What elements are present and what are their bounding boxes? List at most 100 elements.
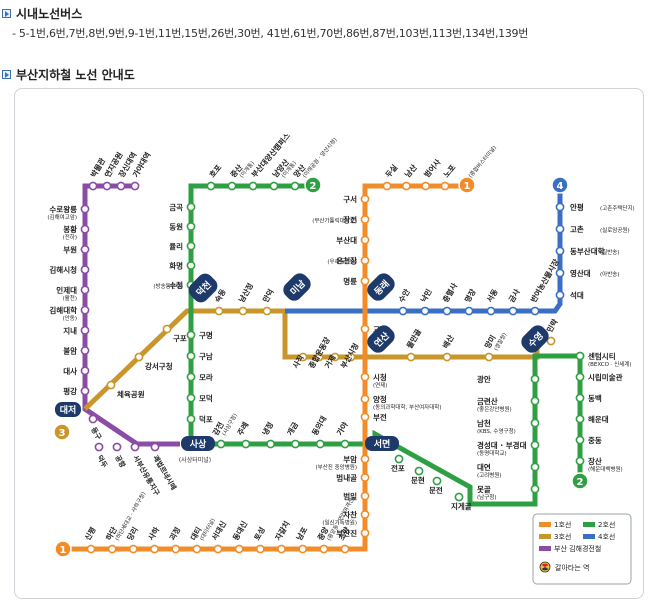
- light-left-sub-4: (활천): [63, 294, 77, 302]
- svg-text:3: 3: [59, 428, 66, 439]
- line2-far-east-2-dot: [575, 393, 585, 403]
- line2-top-2-dot: [248, 181, 258, 191]
- line3-middle-2-dot: [330, 352, 340, 362]
- line1-bottom-7-dot: [234, 544, 244, 554]
- line4-north-sub-2: (칠반송): [600, 248, 619, 256]
- light-bottom-4-dot: [150, 442, 160, 452]
- line1-top-label-2: 범어사: [422, 157, 443, 179]
- light-left-label-7: 불암: [63, 346, 77, 356]
- light-left-sub-5: (안동): [63, 315, 77, 322]
- line1-below-sub-1: (연제): [373, 381, 387, 389]
- line2-south-label-0: 전포: [391, 463, 405, 473]
- line2-mid-1-dot: [186, 351, 196, 361]
- line3-middle-3-dot: [346, 352, 356, 362]
- line2-east-label-5: 못골: [477, 485, 491, 494]
- light-left-3-dot: [80, 265, 90, 275]
- line1-south-label-0: 부암: [343, 454, 357, 464]
- line1-left-1-dot: [360, 215, 370, 224]
- legend-line4: 4호선: [583, 532, 615, 541]
- line3-mid-0-dot: [214, 306, 224, 316]
- legend-line3: 3호선: [539, 532, 571, 541]
- line1-top-0-dot: [382, 181, 392, 191]
- line4-north-sub-1: (실로암공원): [600, 226, 630, 234]
- line2-left-label-4: 수정: [169, 280, 183, 290]
- subway-section-title: 부산지하철 노선 안내도: [16, 68, 135, 82]
- line4-east-label-6: 반여농산물시장: [528, 257, 561, 304]
- line2-far-east-label-3: 해운대: [588, 414, 609, 424]
- bus-section-heading: 시내노선버스: [2, 5, 82, 22]
- subway-section-heading: 부산지하철 노선 안내도: [2, 66, 135, 83]
- legend-transfer: 갈아타는 역: [539, 561, 589, 573]
- line2-bottom-label-1: 주례: [235, 420, 251, 437]
- svg-text:4: 4: [557, 181, 564, 192]
- line2-south-3-dot: [454, 492, 464, 502]
- line2-east-label-1: 금련산: [477, 396, 498, 406]
- line2-mid-label-0: 구명: [199, 330, 213, 340]
- line2-east-0-dot: [530, 374, 540, 384]
- light-top-2-dot: [116, 181, 126, 191]
- line1-below-label-2: 양정: [373, 394, 387, 404]
- light-left-6-dot: [80, 325, 90, 335]
- line1-south-2-dot: [360, 491, 370, 501]
- line1-bottom-1-dot: [107, 544, 117, 554]
- light-left-9-dot: [80, 386, 90, 396]
- line1-south-label-3: 자찬: [343, 510, 357, 520]
- section-bullet-icon: [2, 70, 11, 79]
- line1-south-label-1: 범내골: [336, 473, 357, 483]
- line1-left-4-dot: [360, 276, 370, 286]
- light-bottom-label-0: 등구: [89, 426, 104, 442]
- line2-far-east-sub-5: (해운대백병원): [588, 465, 623, 473]
- line2-east-terminal-badge: 2: [571, 472, 589, 490]
- line1-bottom-label-8: 토성: [251, 525, 267, 542]
- line2-terminal-badge: 2: [304, 176, 322, 194]
- line3-west-label-0: 구포: [173, 334, 187, 343]
- line2-mid-label-2: 모라: [199, 372, 213, 382]
- line4-north-label-3: 영산대: [570, 268, 591, 278]
- line2-east-5-dot: [530, 484, 540, 494]
- line2-south-label-1: 문현: [411, 475, 425, 485]
- line2-top-sub-4: (미래공원 · 양산시청): [300, 136, 338, 179]
- line1-bottom-10-dot: [298, 544, 308, 554]
- line2-mid-label-3: 모덕: [199, 393, 213, 403]
- line1-below-label-3: 부전: [373, 412, 387, 422]
- line2-east-sub-1: (좋은강안병원): [477, 405, 512, 413]
- light-rail-track: [82, 183, 180, 447]
- legend-line2: 2호선: [583, 520, 615, 529]
- transfer-seomyeon: 서면: [365, 436, 399, 451]
- line4-east-0-dot: [398, 306, 408, 316]
- line1-bottom-9-dot: [277, 544, 286, 554]
- light-left-label-1: 봉황: [63, 224, 77, 234]
- line2-left-label-1: 동원: [169, 222, 183, 232]
- line1-south-sub-3: (일신기독병원): [322, 519, 357, 527]
- line1-top-2-dot: [421, 181, 431, 191]
- line2-left-0-dot: [186, 202, 196, 212]
- light-left-label-9: 평강: [63, 386, 77, 396]
- line3-west-0-dot: [162, 324, 172, 334]
- line2-left-label-0: 금곡: [169, 203, 183, 212]
- line2-top-4-dot: [290, 181, 300, 191]
- line2-bottom-label-4: 동의대: [309, 414, 328, 437]
- light-left-label-8: 대사: [63, 366, 77, 376]
- line1-left-sub-3: (우리들병원): [327, 258, 357, 266]
- map-legend: 1호선 2호선 3호선 4호선 부산 김해경전철 갈아: [532, 513, 632, 585]
- line1-south-terminal-badge: 1: [54, 540, 72, 558]
- svg-text:사상: 사상: [190, 438, 207, 450]
- line1-left-label-1: 장전: [343, 215, 357, 225]
- light-top-1-dot: [102, 181, 112, 191]
- legend-line1: 1호선: [539, 520, 571, 529]
- line4-east-label-0: 수안: [396, 287, 412, 304]
- line1-below-sub-2: (동의과학대학, 부산여자대학): [373, 403, 442, 411]
- light-top-0-dot: [88, 181, 98, 191]
- line2-east-label-2: 남천: [477, 418, 491, 428]
- light-left-label-4: 인제대: [56, 285, 77, 295]
- line4-east-label-3: 명장: [462, 287, 478, 304]
- svg-text:서면: 서면: [374, 438, 391, 450]
- line2-far-east-label-0: 센텀시티: [588, 351, 616, 361]
- line2-top-0-dot: [206, 181, 216, 191]
- line1-left-label-2: 부산대: [336, 235, 357, 245]
- line3-east-1-dot: [442, 352, 452, 362]
- transfer-daejeo: 대저: [55, 402, 81, 417]
- line4-north-4-dot: [555, 290, 565, 300]
- line3-mid-2-dot: [262, 306, 272, 316]
